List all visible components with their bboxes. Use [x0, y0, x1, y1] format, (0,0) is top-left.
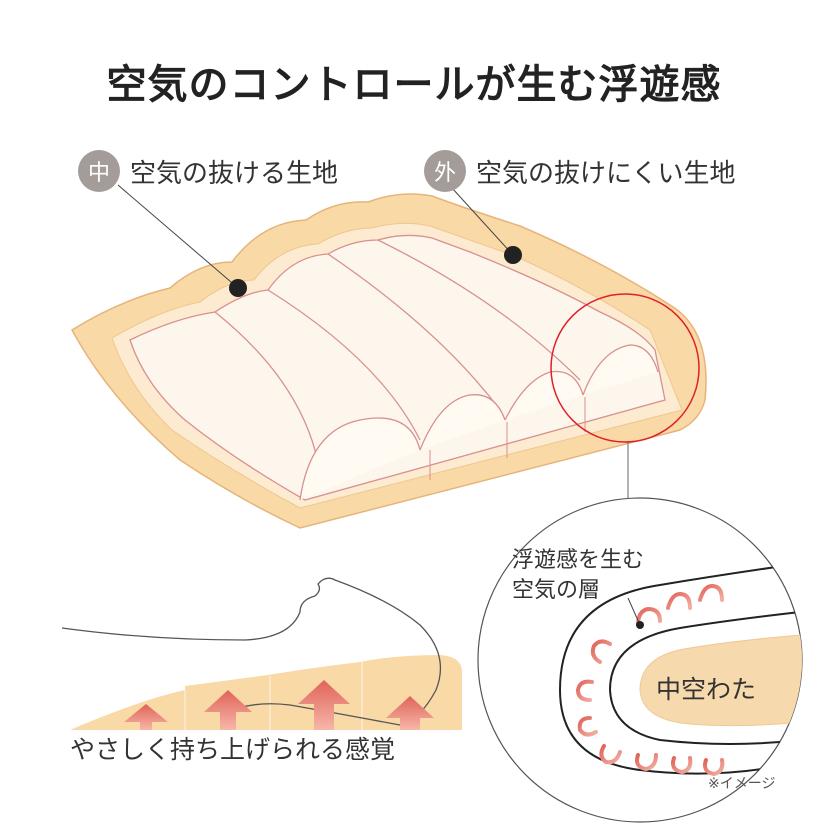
air-layer-label: 浮遊感を生む 空気の層 — [512, 546, 644, 606]
badge-inner: 中 — [78, 150, 120, 192]
label-outer-fabric: 外 空気の抜けにくい生地 — [424, 150, 735, 192]
pointer-inner — [117, 184, 247, 297]
side-view — [61, 577, 462, 730]
bottom-caption: やさしく持ち上げられる感覚 — [70, 735, 396, 764]
air-layer-line2: 空気の層 — [512, 578, 601, 603]
zoom-ring — [550, 293, 700, 443]
label-inner-text: 空気の抜ける生地 — [130, 158, 339, 189]
air-layer-line1: 浮遊感を生む — [512, 548, 645, 573]
pillow-inner-chambers — [129, 234, 666, 501]
label-outer-text: 空気の抜けにくい生地 — [476, 158, 736, 189]
pointer-outer — [451, 187, 522, 264]
label-inner-fabric: 中 空気の抜ける生地 — [78, 150, 338, 192]
core-label: 中空わた — [656, 675, 757, 704]
zoom-contents — [559, 564, 802, 777]
image-note: ※イメージ — [708, 776, 776, 792]
hollow-fiber-core — [639, 634, 802, 727]
page-title: 空気のコントロールが生む浮遊感 — [106, 61, 722, 108]
badge-outer: 外 — [424, 150, 466, 192]
